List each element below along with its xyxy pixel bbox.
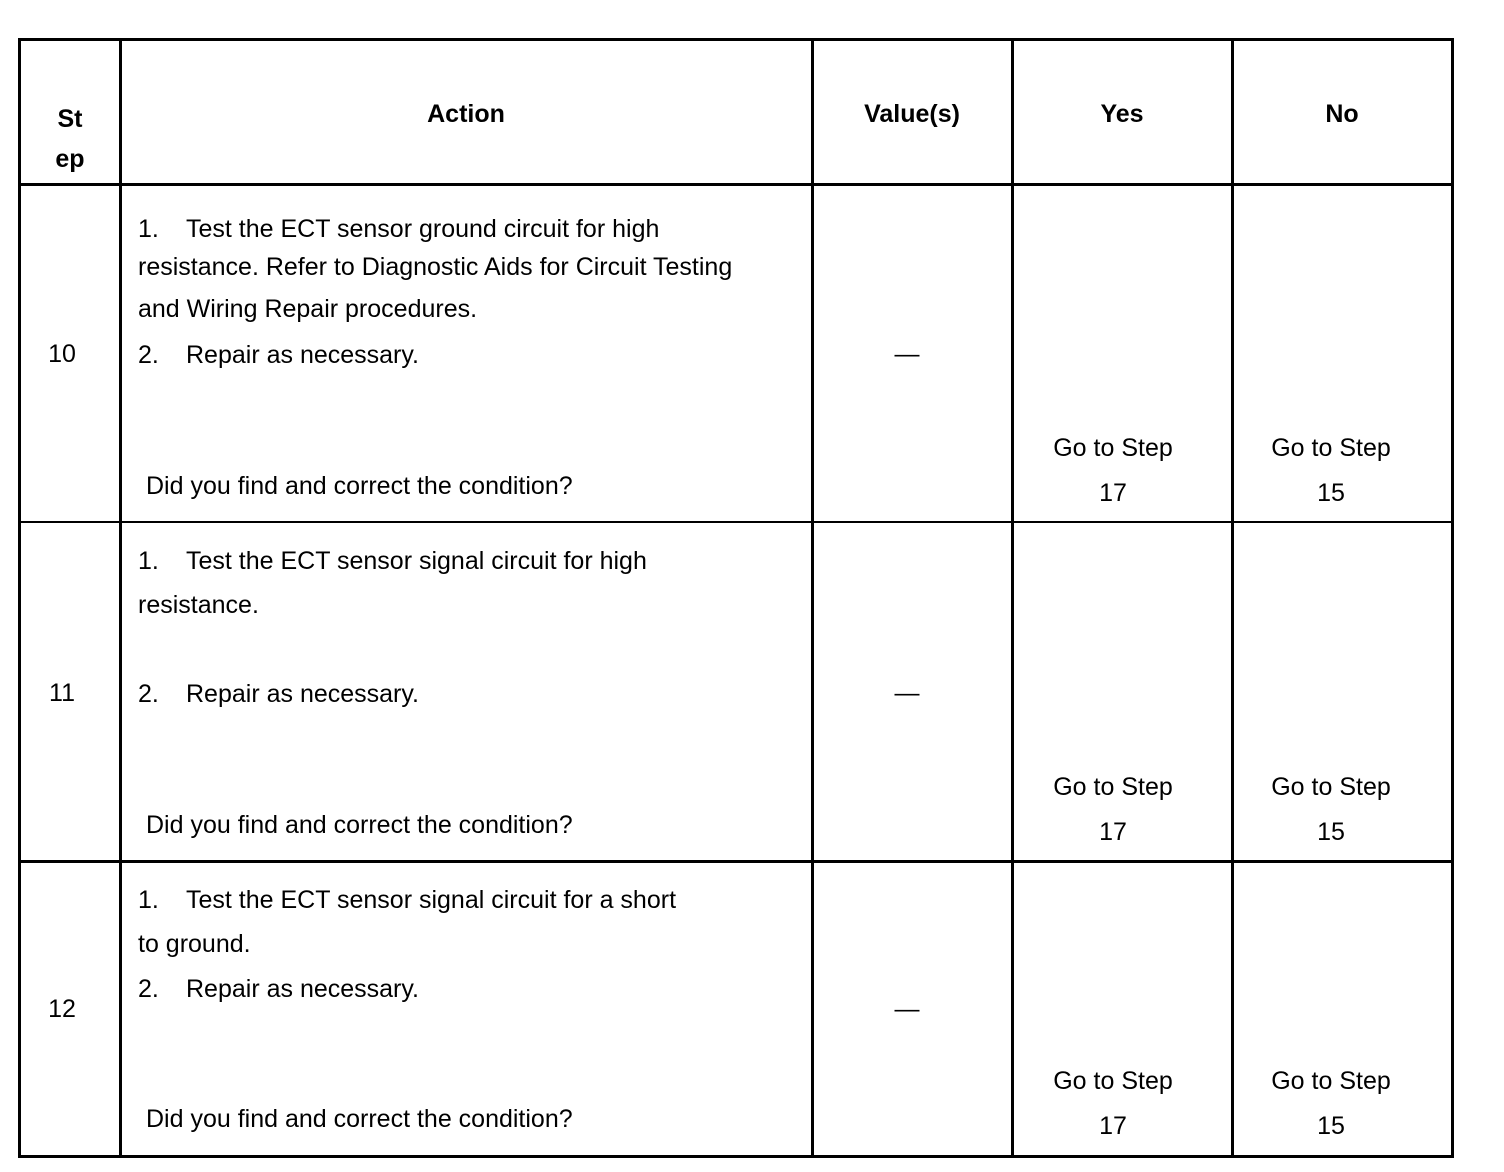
no-label: Go to Step (1271, 1067, 1391, 1095)
table-row-step: 11 (49, 679, 75, 707)
no-cell: Go to Step 15 (1233, 426, 1429, 516)
table-border-top (18, 38, 1454, 41)
action-item: 1. Test the ECT sensor signal circuit for… (138, 546, 647, 576)
header-step-line-2: ep (55, 145, 85, 173)
action-item-line: Test the ECT sensor ground circuit for h… (186, 215, 660, 243)
no-label: Go to Step (1271, 773, 1391, 801)
action-item-line: and Wiring Repair procedures. (138, 295, 478, 323)
action-item-line: Repair as necessary. (186, 975, 419, 1003)
action-question: Did you find and correct the condition? (146, 472, 573, 500)
yes-cell: Go to Step 17 (1013, 1059, 1213, 1149)
action-item: 2. Repair as necessary. (138, 679, 419, 709)
no-step-number: 15 (1317, 479, 1345, 507)
value-cell: — (894, 340, 920, 368)
yes-step-number: 17 (1099, 818, 1127, 846)
header-yes: Yes (1100, 100, 1144, 128)
action-question: Did you find and correct the condition? (146, 811, 573, 839)
action-item-number: 2. (138, 680, 159, 708)
value-cell: — (894, 679, 920, 707)
action-item-line: resistance. Refer to Diagnostic Aids for… (138, 253, 733, 281)
action-item-line: Test the ECT sensor signal circuit for a… (186, 886, 677, 914)
row-divider (18, 860, 1454, 863)
row-divider (18, 521, 1454, 523)
yes-label: Go to Step (1053, 1067, 1173, 1095)
no-cell: Go to Step 15 (1233, 765, 1429, 855)
action-question: Did you find and correct the condition? (146, 1105, 573, 1133)
header-step: St ep (20, 99, 120, 179)
table-border-right (1451, 38, 1454, 1158)
no-step-number: 15 (1317, 818, 1345, 846)
action-item-line: Test the ECT sensor signal circuit for h… (186, 547, 647, 575)
table-border-left (18, 38, 21, 1158)
table-row-step: 12 (48, 995, 76, 1023)
value-cell: — (894, 995, 920, 1023)
no-label: Go to Step (1271, 434, 1391, 462)
action-item-number: 1. (138, 886, 159, 914)
column-divider (1231, 38, 1234, 1158)
action-item-line: Repair as necessary. (186, 341, 419, 369)
column-divider (1011, 38, 1014, 1158)
header-divider (18, 183, 1454, 186)
action-item: 2. Repair as necessary. (138, 974, 419, 1004)
action-item-line: to ground. (138, 930, 251, 958)
header-action: Action (427, 100, 505, 128)
no-cell: Go to Step 15 (1233, 1059, 1429, 1149)
action-item-line: Repair as necessary. (186, 680, 419, 708)
table-border-bottom (18, 1155, 1454, 1158)
yes-step-number: 17 (1099, 1112, 1127, 1140)
yes-label: Go to Step (1053, 773, 1173, 801)
no-step-number: 15 (1317, 1112, 1345, 1140)
action-item-number: 1. (138, 215, 159, 243)
action-item: 2. Repair as necessary. (138, 340, 419, 370)
action-item-number: 2. (138, 341, 159, 369)
action-item-line: resistance. (138, 591, 259, 619)
header-values: Value(s) (864, 100, 960, 128)
column-divider (811, 38, 814, 1158)
action-item: 1. Test the ECT sensor signal circuit for… (138, 885, 676, 915)
yes-step-number: 17 (1099, 479, 1127, 507)
yes-cell: Go to Step 17 (1013, 765, 1213, 855)
yes-label: Go to Step (1053, 434, 1173, 462)
yes-cell: Go to Step 17 (1013, 426, 1213, 516)
header-no: No (1325, 100, 1359, 128)
table-row-step: 10 (48, 340, 76, 368)
action-item-number: 1. (138, 547, 159, 575)
action-item: 1. Test the ECT sensor ground circuit for… (138, 207, 659, 251)
header-step-line-1: St (57, 105, 83, 133)
action-item-number: 2. (138, 975, 159, 1003)
column-divider (119, 38, 122, 1158)
